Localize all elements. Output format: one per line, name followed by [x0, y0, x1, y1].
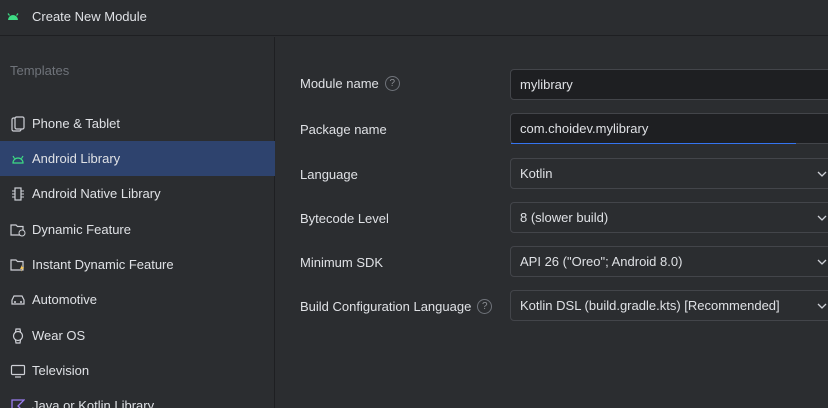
sidebar-item-android-library[interactable]: Android Library — [0, 141, 275, 176]
tv-icon — [10, 363, 26, 379]
sidebar-item-label: Android Native Library — [32, 186, 161, 201]
sidebar-item-wear-os[interactable]: Wear OS — [0, 318, 275, 353]
sidebar-item-java-kotlin-library[interactable]: Java or Kotlin Library — [0, 388, 275, 408]
sidebar-item-phone-tablet[interactable]: Phone & Tablet — [0, 106, 275, 141]
android-icon — [7, 13, 19, 20]
sidebar-item-label: Android Library — [32, 151, 121, 166]
sidebar-item-label: Automotive — [32, 292, 98, 307]
help-icon[interactable]: ? — [384, 76, 400, 91]
title-bar: Create New Module — [0, 0, 828, 36]
kotlin-icon — [10, 398, 26, 408]
car-icon — [10, 292, 26, 308]
phone-tablet-icon — [10, 115, 26, 132]
sidebar-item-instant-dynamic-feature[interactable]: Instant Dynamic Feature — [0, 247, 275, 282]
sidebar-item-dynamic-feature[interactable]: Dynamic Feature — [0, 212, 275, 247]
module-form: Module name ? mylibrary Package name com… — [276, 37, 828, 408]
minimum-sdk-label: Minimum SDK — [300, 255, 384, 270]
sidebar-item-label: Instant Dynamic Feature — [32, 257, 174, 272]
chevron-down-icon — [817, 171, 827, 177]
focus-underline — [511, 143, 796, 144]
native-library-icon — [10, 186, 26, 202]
language-select[interactable]: Kotlin — [510, 158, 828, 189]
minimum-sdk-select[interactable]: API 26 ("Oreo"; Android 8.0) — [510, 246, 828, 277]
chevron-down-icon — [817, 215, 827, 221]
sidebar-item-label: Television — [32, 363, 90, 378]
sidebar-item-label: Wear OS — [32, 328, 86, 343]
sidebar-item-label: Dynamic Feature — [32, 222, 131, 237]
module-name-label: Module name ? — [300, 76, 400, 91]
chevron-down-icon — [817, 303, 827, 309]
window-title: Create New Module — [32, 9, 147, 24]
package-name-label: Package name — [300, 122, 387, 137]
build-config-language-select[interactable]: Kotlin DSL (build.gradle.kts) [Recommend… — [510, 290, 828, 321]
sidebar-item-android-native-library[interactable]: Android Native Library — [0, 176, 275, 211]
templates-sidebar: Templates Phone & Tablet Android Library… — [0, 37, 275, 408]
watch-icon — [10, 327, 26, 344]
folder-icon — [10, 222, 26, 238]
language-label: Language — [300, 167, 358, 182]
bytecode-level-label: Bytecode Level — [300, 211, 389, 226]
bytecode-level-select[interactable]: 8 (slower build) — [510, 202, 828, 233]
sidebar-item-automotive[interactable]: Automotive — [0, 282, 275, 317]
android-icon — [10, 151, 26, 167]
module-name-input[interactable]: mylibrary — [510, 69, 828, 100]
build-config-language-label: Build Configuration Language ? — [300, 299, 493, 314]
templates-section-label: Templates — [10, 63, 70, 78]
chevron-down-icon — [817, 259, 827, 265]
help-icon[interactable]: ? — [477, 299, 493, 314]
sidebar-item-television[interactable]: Television — [0, 353, 275, 388]
package-name-input[interactable]: com.choidev.mylibrary — [510, 113, 828, 144]
sidebar-item-label: Phone & Tablet — [32, 116, 120, 131]
instant-folder-icon — [10, 257, 26, 273]
sidebar-item-label: Java or Kotlin Library — [32, 398, 155, 408]
